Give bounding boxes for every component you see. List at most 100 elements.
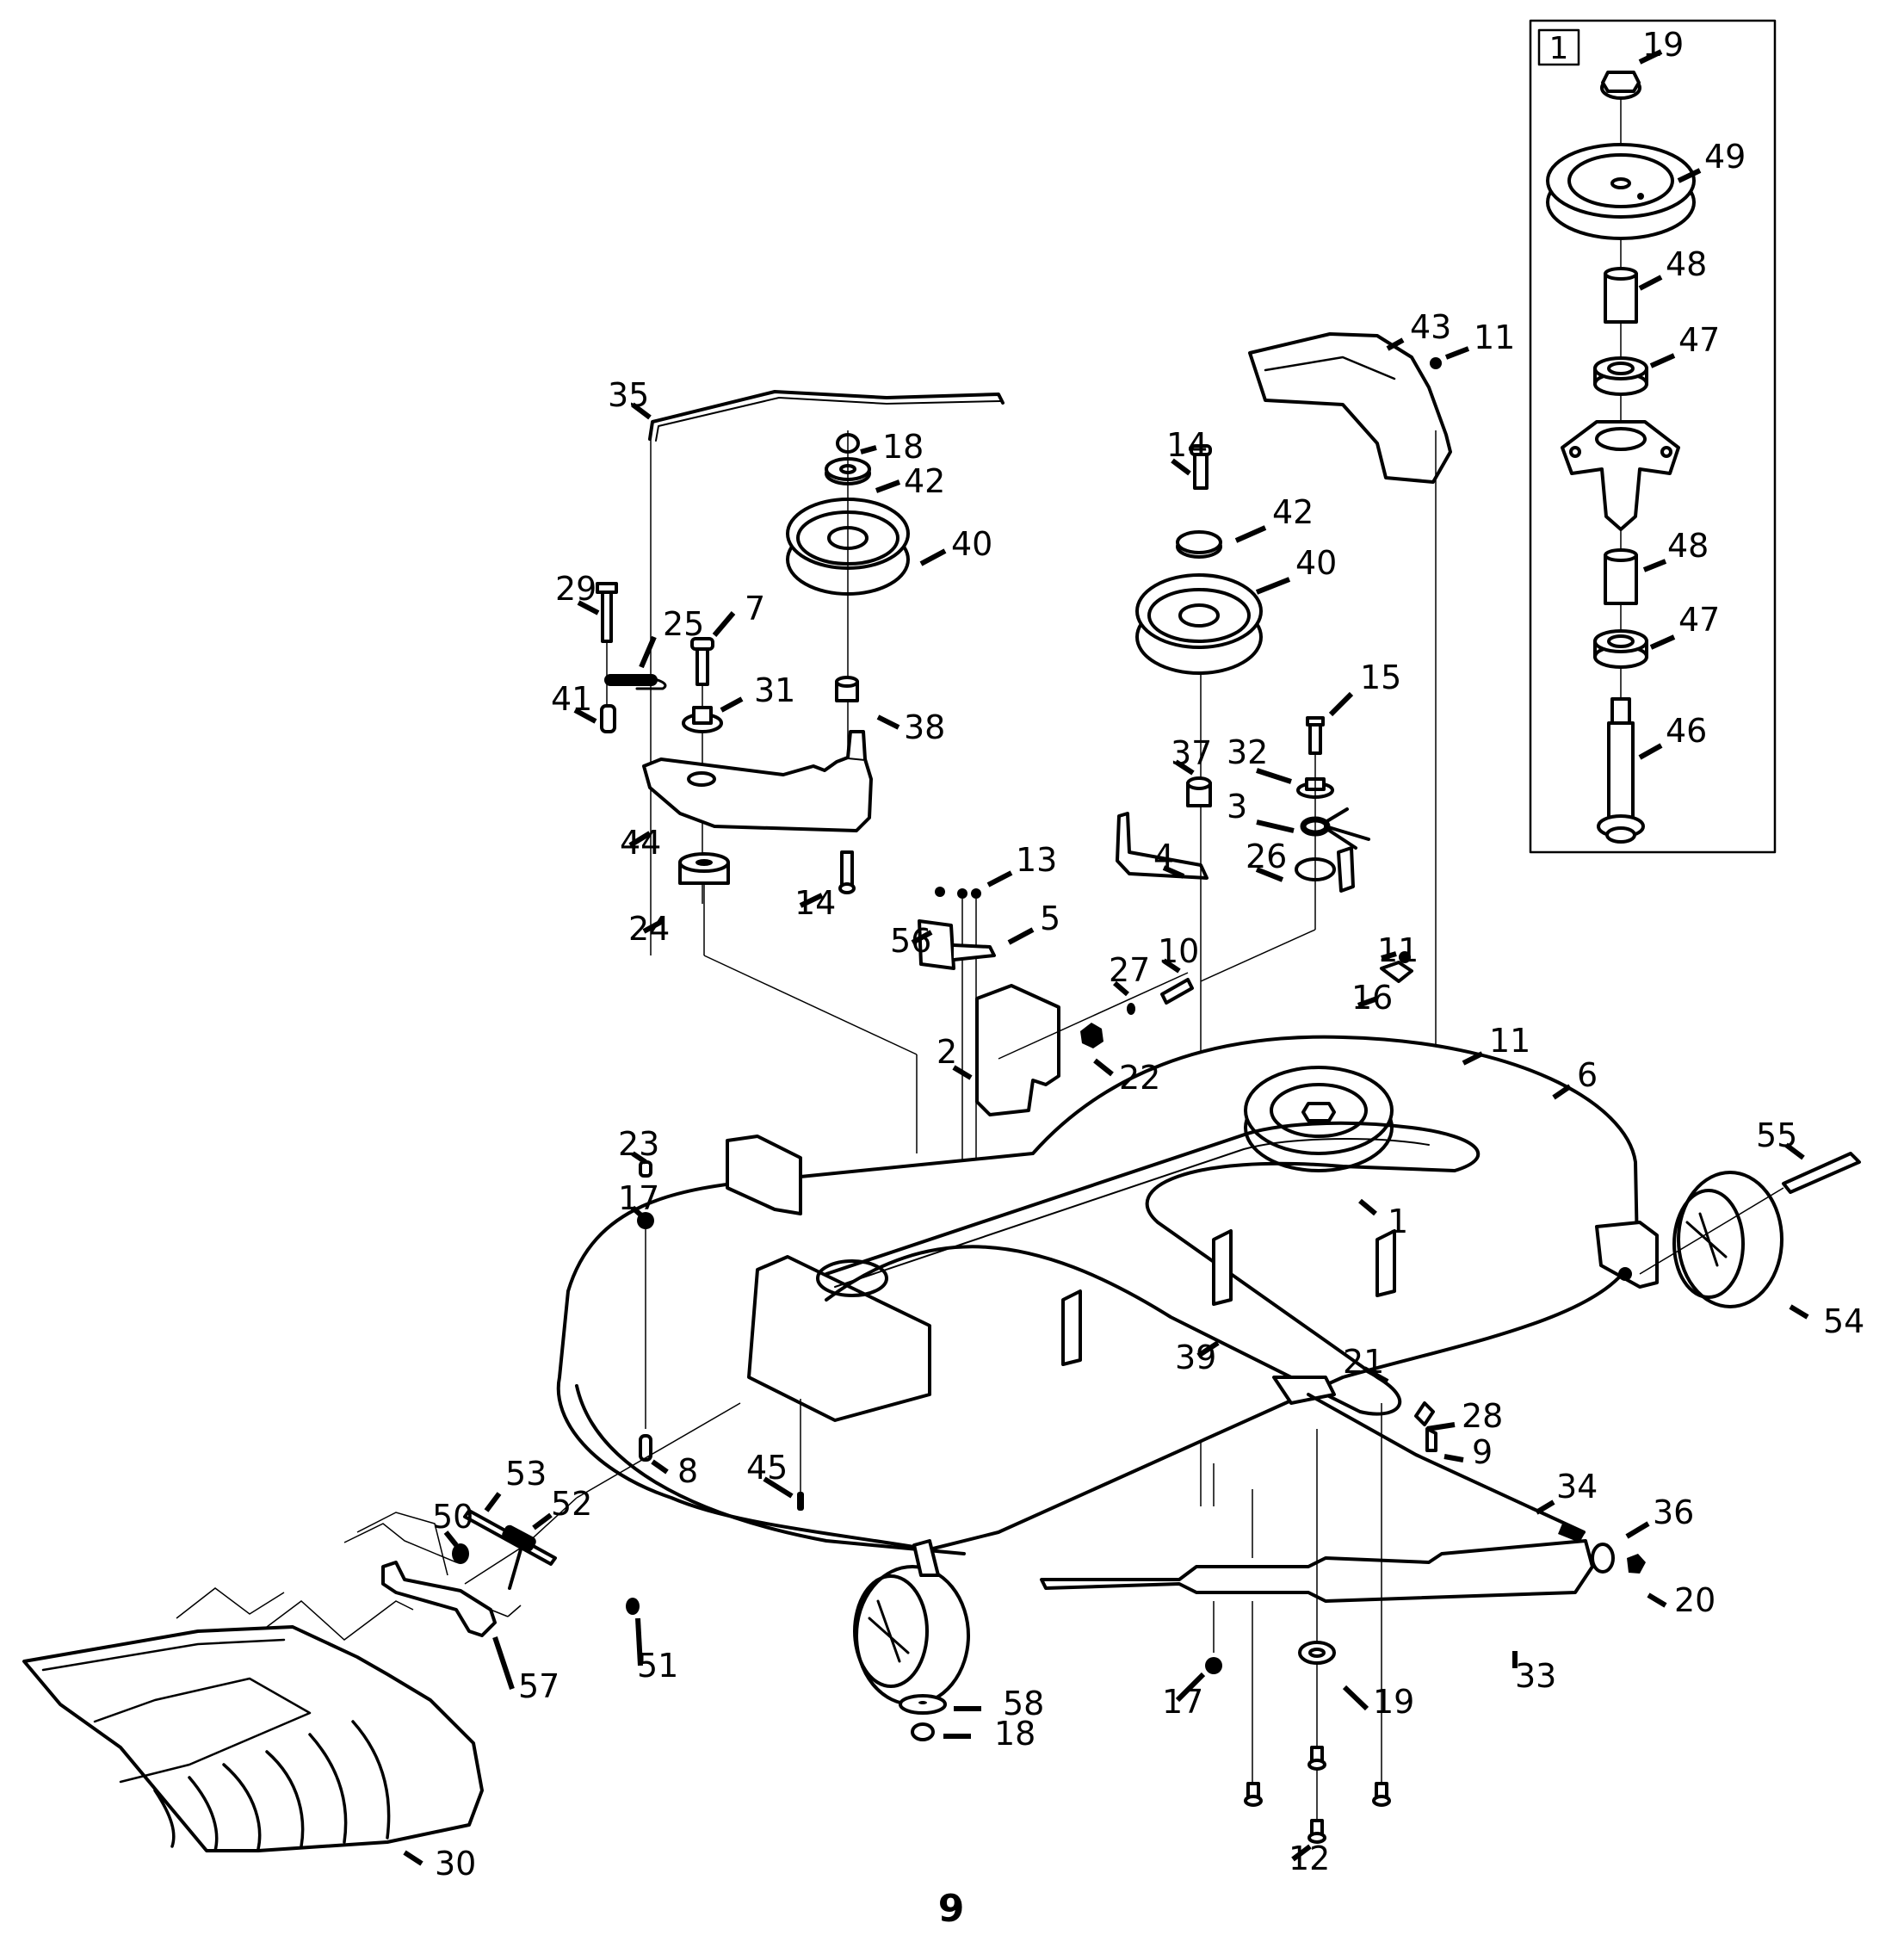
callout-label-53: 53 (505, 1455, 547, 1493)
callout-label-14: 14 (794, 884, 836, 922)
callout-label-3: 3 (1227, 788, 1247, 826)
bolt-icon (690, 637, 714, 686)
callout-leader-line (1256, 819, 1295, 833)
callout-leader-line (1462, 1051, 1484, 1066)
callout-leader-line (712, 611, 736, 637)
callout-label-41: 41 (551, 680, 592, 718)
inset-spacer2-icon (1604, 548, 1638, 605)
callout-leader-line (986, 870, 1013, 887)
bolt-icon (1425, 1427, 1437, 1452)
callout-label-7: 7 (745, 590, 765, 628)
callout-leader-line (1291, 1844, 1312, 1862)
callout-label-6: 6 (1577, 1056, 1598, 1094)
discharge-chute-icon (22, 1625, 484, 1852)
deck-shell (556, 1035, 1659, 1555)
washer-icon (1414, 1401, 1435, 1426)
callout-label-11: 11 (1489, 1022, 1530, 1060)
callout-label-24: 24 (628, 910, 670, 948)
callout-label-5: 5 (1040, 900, 1060, 937)
callout-label-34: 34 (1556, 1468, 1598, 1506)
spring-icon (604, 674, 667, 690)
nut-icon (626, 1598, 640, 1615)
gearbox-icon (747, 1255, 931, 1422)
inset-bearing-icon (1593, 356, 1648, 396)
callout-label-38: 38 (904, 708, 945, 746)
spacer-icon (1127, 1003, 1135, 1015)
callout-label-23: 23 (618, 1125, 659, 1163)
washer-icon (1591, 1543, 1615, 1574)
clip-icon (1380, 961, 1413, 983)
callout-leader-line (1113, 980, 1129, 997)
callout-label-17: 17 (1162, 1683, 1203, 1721)
callout-leader-line (642, 918, 665, 934)
callout-leader-line (573, 708, 597, 724)
callout-leader-line (1162, 865, 1185, 879)
callout-leader-line (1789, 1304, 1809, 1320)
washer-icon (899, 1694, 947, 1715)
callout-label-57: 57 (518, 1667, 559, 1705)
callout-leader-line (630, 1205, 644, 1218)
inset-bearing2-icon (1593, 629, 1648, 669)
callout-label-21: 21 (1343, 1343, 1384, 1381)
callout-label-55: 55 (1756, 1116, 1797, 1154)
callout-label-31: 31 (754, 671, 795, 709)
callout-leader-line (631, 402, 652, 420)
callout-label-27: 27 (1109, 951, 1150, 989)
callout-leader-line (1196, 1340, 1220, 1358)
callout-leader-line (1647, 1592, 1667, 1608)
idler-arm-icon (642, 756, 873, 832)
callout-leader-line (577, 600, 600, 615)
callout-leader-line (1386, 337, 1405, 351)
idler-pulley-icon (1135, 573, 1263, 675)
callout-leader-line (876, 714, 900, 730)
callout-label-58: 58 (1003, 1685, 1044, 1722)
callout-label-4: 4 (1153, 838, 1174, 875)
lift-rod-icon (648, 390, 1005, 441)
inset-leader-line (1649, 634, 1676, 650)
inset-tag: 1 (1549, 31, 1569, 66)
callout-label-13: 13 (1016, 841, 1057, 879)
callout-label-9: 9 (1472, 1433, 1493, 1471)
deck-belt-icon (825, 1121, 1481, 1416)
blade-assembly (1040, 1376, 1646, 1844)
callout-leader-line (1342, 1685, 1369, 1711)
spacer-icon (678, 852, 730, 885)
callout-label-12: 12 (1289, 1840, 1330, 1877)
left-idler-assembly (596, 390, 1005, 1153)
callout-leader-line (639, 635, 657, 669)
callout-label-1: 1 (1388, 1203, 1408, 1240)
inset-leader-line (1642, 559, 1667, 572)
page-number: 9 (938, 1887, 965, 1931)
bolt-icon (797, 1492, 804, 1511)
callout-leader-line (635, 1617, 643, 1666)
callout-label-52: 52 (551, 1485, 592, 1523)
spacer-icon (835, 676, 859, 702)
callout-label-45: 45 (746, 1449, 788, 1487)
callout-label-54: 54 (1823, 1302, 1864, 1340)
left-fasteners (637, 1160, 804, 1511)
callout-label-33: 33 (1515, 1657, 1556, 1695)
flange-nut-icon (1298, 1641, 1336, 1665)
belt-keeper-icon (1116, 812, 1209, 880)
bearing-cover-icon (1176, 530, 1222, 559)
callout-leader-line (875, 479, 901, 493)
callout-label-17: 17 (618, 1179, 659, 1217)
inset-pulley-icon (1546, 143, 1696, 240)
callout-label-32: 32 (1227, 733, 1268, 771)
callout-leader-line (1174, 759, 1195, 776)
callout-label-25: 25 (663, 605, 704, 643)
callout-leader-line (1381, 951, 1397, 961)
callout-label-22: 22 (1119, 1059, 1160, 1097)
callout-label-39: 39 (1175, 1339, 1216, 1376)
bracket-icon (1295, 846, 1355, 893)
inset-leader-line (1649, 353, 1676, 368)
callout-leader-line (1175, 1672, 1206, 1703)
callout-label-10: 10 (1158, 932, 1199, 970)
callout-label-16: 16 (1351, 979, 1393, 1017)
callout-leader-line (1255, 867, 1284, 882)
callout-leader-line (1535, 1500, 1555, 1515)
callout-leader-line (1007, 927, 1035, 945)
callout-leader-line (1358, 1198, 1377, 1216)
callout-label-26: 26 (1246, 838, 1287, 875)
